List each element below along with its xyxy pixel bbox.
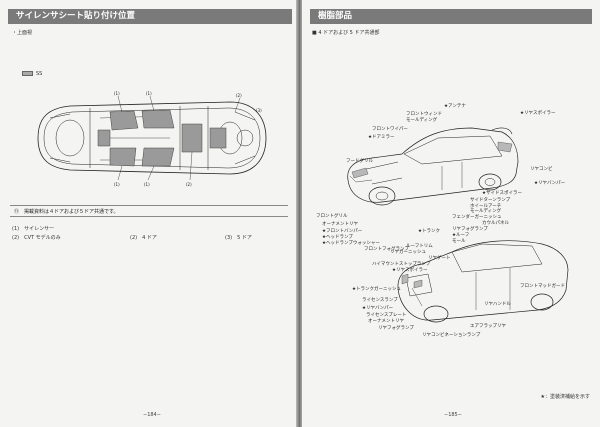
- label-trunk: ★トランク: [418, 229, 441, 234]
- label-front-wiper: フロントワイパー: [372, 127, 408, 132]
- label-roof-trim: ルーフトリム: [406, 244, 433, 249]
- left-page-title: サイレンサシート貼り付け位置: [8, 9, 292, 24]
- label-door-mirror: ★ドアミラー: [368, 135, 395, 140]
- label-molding-1: モールディング: [406, 118, 438, 123]
- legend-item-2: (2) CVT モデルのみ: [12, 235, 61, 241]
- label-rear-bumper: ★リヤバンパー: [534, 181, 566, 186]
- label-hood-grill: フードグリル: [346, 159, 373, 164]
- label-rear-combination-lamp: リヤコンビネーションランプ: [422, 333, 481, 338]
- label-front-fog: フロントフォグランプ: [364, 247, 409, 252]
- label-headlamp-washer: ★ヘッドランプウォッシャー: [322, 241, 380, 246]
- callout-3: (3): [256, 108, 262, 113]
- label-rear-handle: リヤハンドル: [484, 302, 511, 307]
- label-cowl-panel: カウルパネル: [482, 221, 509, 226]
- legend-item-3: (2) 4 ドア: [130, 235, 157, 241]
- label-roof-molding: モール: [452, 239, 466, 244]
- label-rear-fog-lower: リヤフォグランプ: [378, 326, 414, 331]
- label-side-turn-lamp: サイドターンランプ: [470, 198, 511, 203]
- right-page: 樹脂部品 ■ 4 ドアおよび 5 ドア共通部: [302, 0, 600, 427]
- label-high-mount-stop: ハイマウントストップランプ: [372, 262, 431, 267]
- callout-2a: (2): [236, 93, 242, 98]
- callout-2b: (2): [186, 182, 192, 187]
- label-trunk-garnish: ★トランクガーニッシュ: [352, 287, 402, 292]
- label-license-plate: ライセンスプレート: [366, 313, 407, 318]
- label-rear-fog-upper: リヤフォグランプ: [452, 227, 488, 232]
- paint-note: ★：塗装済補給を示す: [540, 394, 590, 400]
- label-air-flap-rear: エアフラップリヤ: [470, 324, 506, 329]
- label-rear-garnish: リヤガーニッシュ: [390, 250, 426, 255]
- left-page-number: −184−: [143, 412, 161, 418]
- label-fender-garnish: フェンダーガーニッシュ: [452, 215, 502, 220]
- label-ornament-rear-2: オーナメントリヤ: [368, 319, 404, 324]
- label-roof: ★ルーフ: [452, 233, 470, 238]
- left-page: サイレンサシート貼り付け位置 ・上面視 SS: [0, 0, 298, 427]
- right-page-number: −185−: [444, 412, 462, 418]
- label-license-lamp: ライセンスランプ: [362, 298, 398, 303]
- label-rear-gate: リヤゲート: [428, 256, 451, 261]
- label-side-spoiler: ★サイドスポイラー: [482, 191, 523, 196]
- car-lower-diagram: [397, 240, 569, 323]
- car-top-view-diagram: (1) (1) (2) (1) (1) (2) (3): [37, 91, 267, 187]
- right-section-heading: ■ 4 ドアおよび 5 ドア共通部: [312, 30, 380, 36]
- callout-1d: (1): [144, 182, 150, 187]
- label-front-bumper: ★フロントバンパー: [322, 229, 363, 234]
- label-ornament-rear: オーナメントリヤ: [322, 222, 358, 227]
- left-footnote: ⑪ 掲載資料は４ドアおよび５ドア共通です。: [10, 205, 288, 217]
- book-gutter: [296, 0, 304, 427]
- label-headlamp: ★ヘッドランプ: [322, 235, 353, 240]
- label-front-mudguard: フロントマッドガード: [520, 284, 565, 289]
- callout-1c: (1): [114, 182, 120, 187]
- label-antenna: ★アンテナ: [444, 104, 466, 109]
- car-upper-diagram: [347, 127, 519, 206]
- right-page-title: 樹脂部品: [310, 9, 592, 24]
- legend-item-1: (1) サイレンサー: [12, 226, 55, 232]
- label-front-windshield: フロントウィンド: [406, 112, 442, 117]
- label-molding-2: モールディング: [470, 209, 502, 214]
- label-rear-bumper-2: ★リヤバンパー: [362, 306, 394, 311]
- callout-1a: (1): [114, 91, 120, 96]
- callout-1b: (1): [146, 91, 152, 96]
- label-wheel-arch: ホイールアーチ: [470, 204, 502, 209]
- label-rear-spoiler: ★リヤスポイラー: [520, 111, 556, 116]
- left-subtitle: ・上面視: [12, 30, 33, 36]
- label-front-grill: フロントグリル: [316, 214, 348, 219]
- label-rear-spoiler-2: ★リヤスポイラー: [392, 268, 428, 273]
- legend-item-4: (3) 5 ドア: [225, 235, 252, 241]
- label-rear-combi: リヤコンビ: [530, 167, 553, 172]
- legend-swatch: [22, 71, 33, 76]
- legend-swatch-label: SS: [36, 71, 43, 77]
